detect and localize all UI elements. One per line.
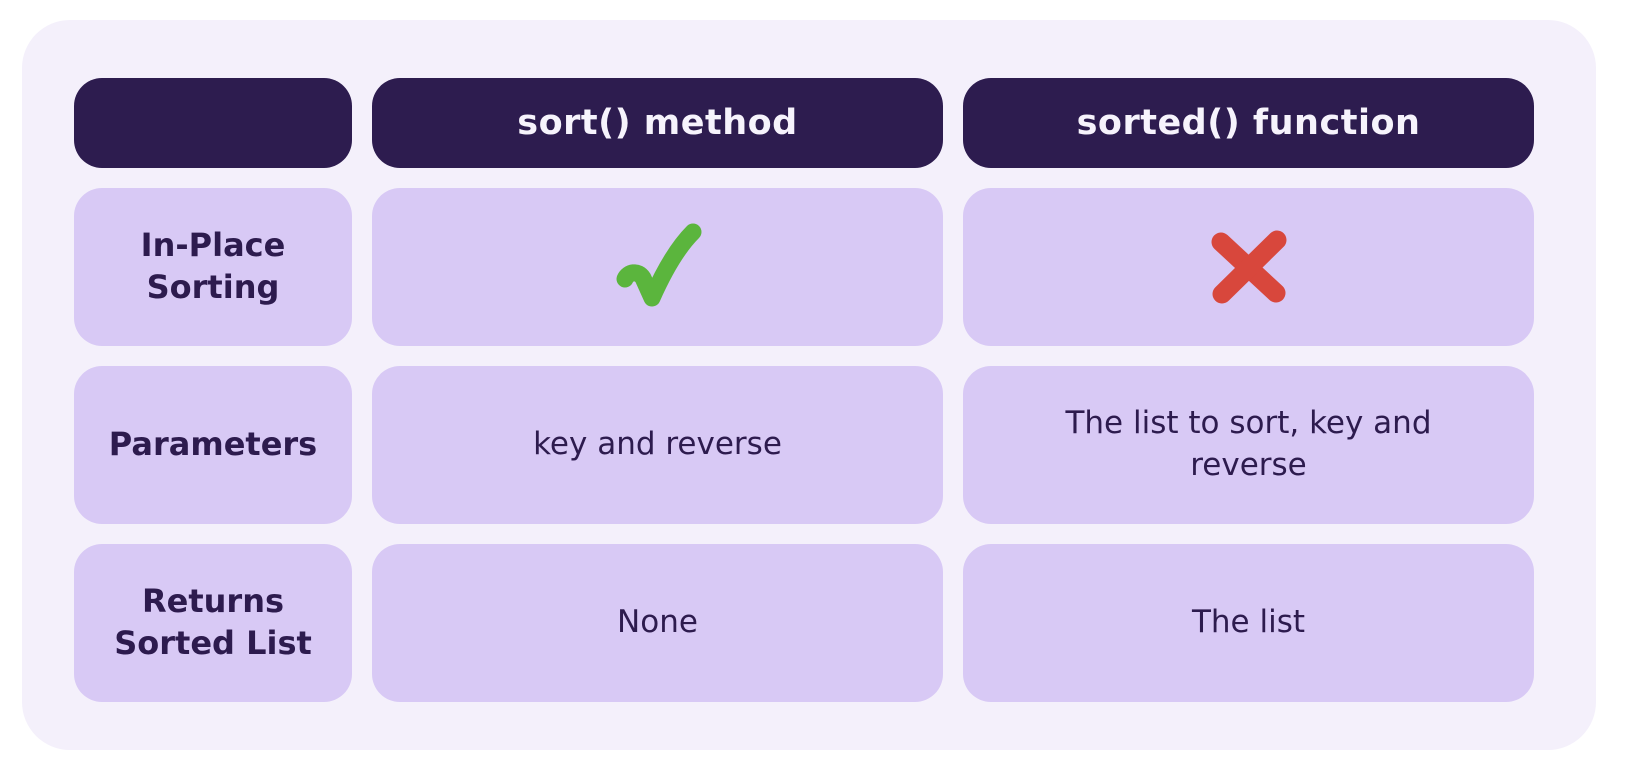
cell-sorted-function-parameters: The list to sort, key and reverse: [963, 366, 1534, 524]
comparison-card: sort() method sorted() function In-Place…: [22, 20, 1596, 750]
cross-icon: [1205, 225, 1293, 309]
row-label-in-place-sorting: In-Place Sorting: [74, 188, 352, 346]
cell-sorted-function-returns: The list: [963, 544, 1534, 702]
cell-sorted-function-in-place: [963, 188, 1534, 346]
header-cell-sorted-function: sorted() function: [963, 78, 1534, 168]
cell-sort-method-returns: None: [372, 544, 943, 702]
check-icon: [612, 219, 704, 315]
header-cell-empty: [74, 78, 352, 168]
cell-sort-method-in-place: [372, 188, 943, 346]
row-label-parameters: Parameters: [74, 366, 352, 524]
row-label-returns-sorted-list: Returns Sorted List: [74, 544, 352, 702]
cell-sort-method-parameters: key and reverse: [372, 366, 943, 524]
header-cell-sort-method: sort() method: [372, 78, 943, 168]
comparison-table: sort() method sorted() function In-Place…: [74, 78, 1534, 702]
